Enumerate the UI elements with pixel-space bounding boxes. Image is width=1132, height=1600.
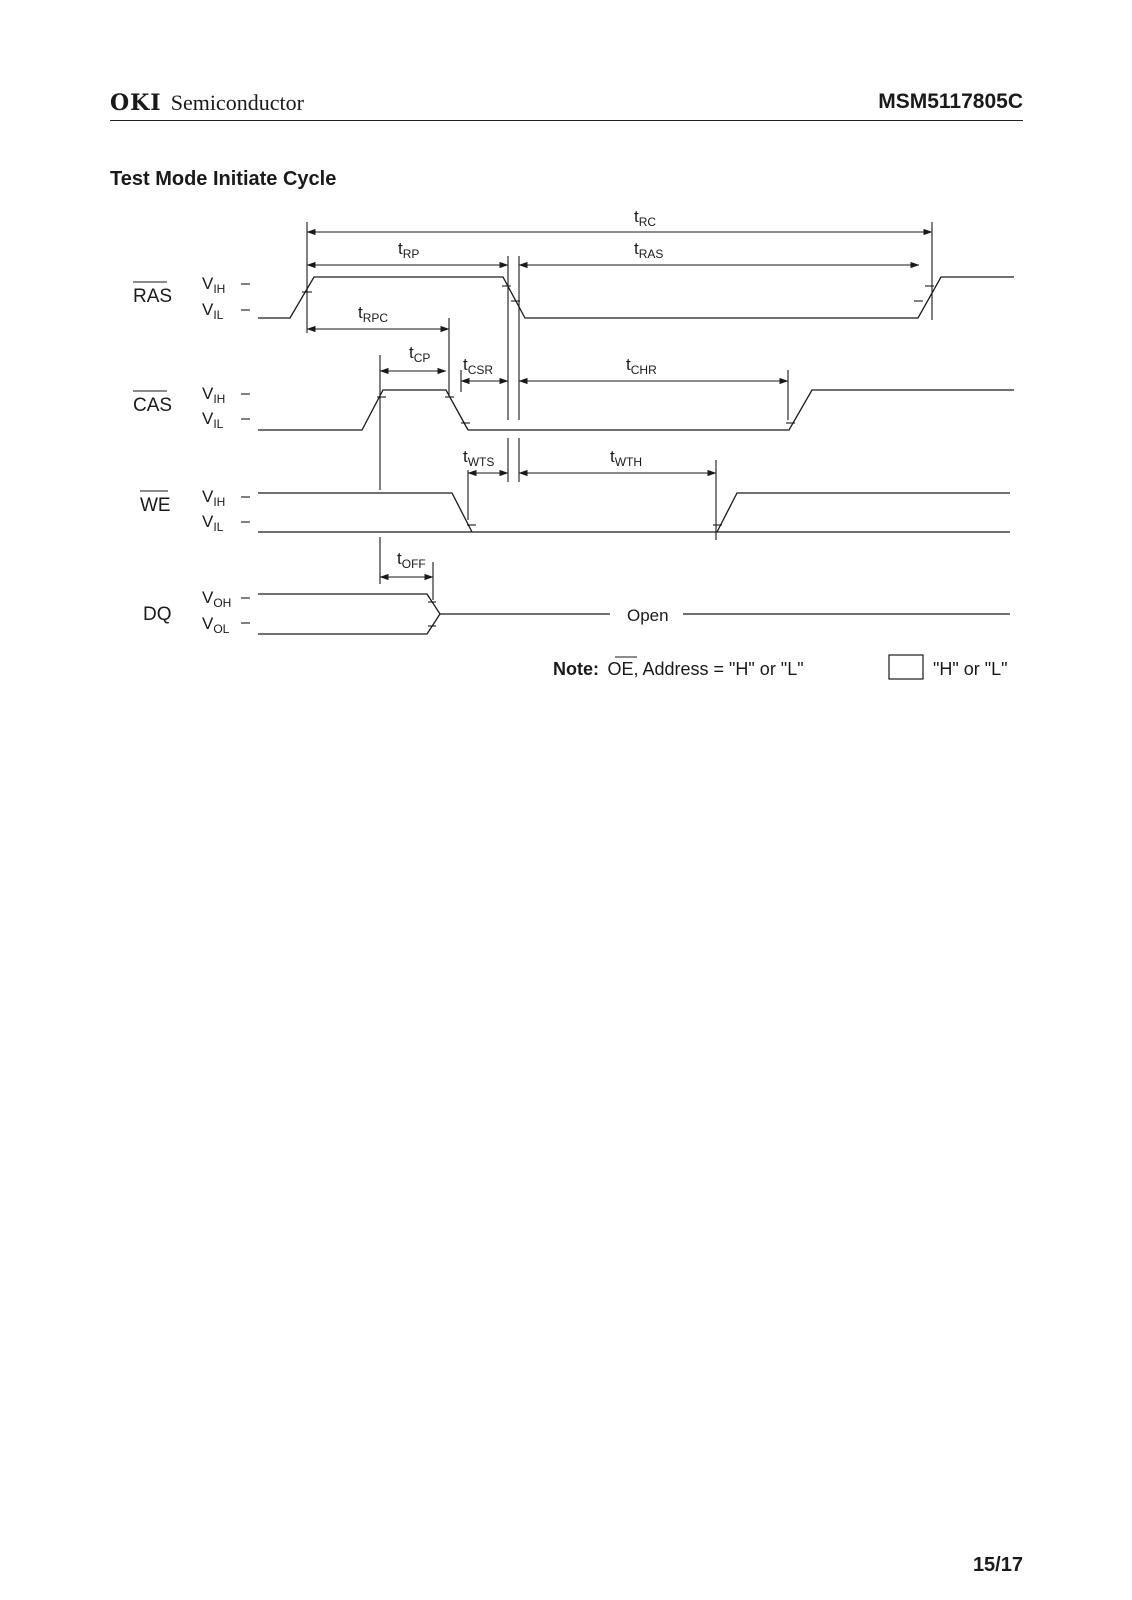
page-header: OKI Semiconductor MSM5117805C [110,88,1023,121]
ras-levels: VIH VIL [202,274,250,322]
trpc-label: tRPC [358,303,388,325]
ras-label: RAS [133,286,172,307]
brand-name: Semiconductor [170,90,304,115]
we-levels: VIH VIL [202,487,250,534]
dq-crossings [428,601,436,627]
ras-waveform [258,276,1014,319]
ras-crossings [302,285,934,302]
trc-label: tRC [634,207,656,229]
ras-vil: VIL [202,300,224,322]
reference-lines [306,222,933,600]
note-oe: OE [607,659,633,679]
trp-label: tRP [398,239,419,261]
we-vih: VIH [202,487,225,509]
tcsr-label: tCSR [463,355,493,377]
we-waveform-return [716,492,1010,533]
section-title: Test Mode Initiate Cycle [110,168,337,190]
ras-vih: VIH [202,274,225,296]
dq-levels: VOH VOL [202,588,250,636]
cas-waveform-after [468,389,1014,431]
twts-label: tWTS [463,447,494,469]
we-waveform-high [258,492,473,533]
dq-waveform [258,593,441,635]
oki-logo: OKI [110,90,162,116]
note-label: Note: [553,659,599,679]
cas-vil: VIL [202,409,224,431]
tcp-label: tCP [409,343,430,365]
cas-waveform-before [258,389,469,431]
note: Note: OE, Address = "H" or "L" [553,659,804,679]
toff-label: tOFF [397,549,426,571]
timing-diagram: RAS CAS WE DQ VIH VIL VIH VIL VIH VIL VO… [133,207,1014,680]
timing-arrows [306,228,933,581]
tras-label: tRAS [634,239,663,261]
dq-vol: VOL [202,614,230,636]
cas-vih: VIH [202,384,225,406]
cas-levels: VIH VIL [202,384,250,431]
brand: OKI Semiconductor [110,90,304,116]
page-number: 15/17 [972,1554,1023,1576]
dq-label: DQ [143,604,172,625]
legend-box [888,654,924,680]
we-label: WE [140,495,171,516]
twth-label: tWTH [610,447,642,469]
cas-crossings [377,396,795,424]
dq-open-label: Open [627,606,669,625]
we-vil: VIL [202,512,224,534]
part-number: MSM5117805C [878,90,1023,113]
note-text: , Address = "H" or "L" [633,659,803,679]
tchr-label: tCHR [626,355,657,377]
dq-voh: VOH [202,588,231,610]
legend-text: "H" or "L" [933,659,1008,679]
cas-label: CAS [133,395,172,416]
